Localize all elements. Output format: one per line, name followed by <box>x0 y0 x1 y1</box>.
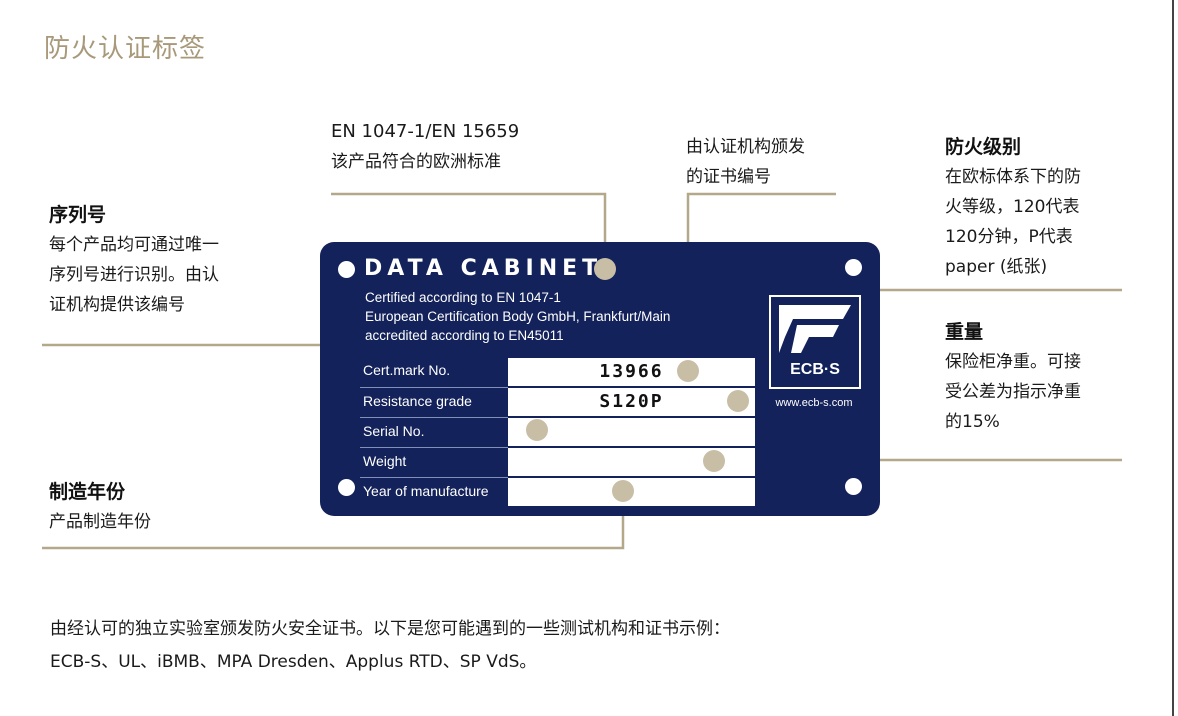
plate-row-year: Year of manufacture <box>360 478 755 508</box>
weight-line2: 受公差为指示净重 <box>945 382 1081 402</box>
ecbs-logo-mark-icon <box>779 305 851 353</box>
plate-row-value <box>508 418 755 446</box>
plate-title: DATA CABINET <box>364 256 603 281</box>
standard-code: EN 1047-1/EN 15659 <box>331 121 520 142</box>
plate-cert-line2: European Certification Body GmbH, Frankf… <box>365 309 671 324</box>
serial-line3: 证机构提供该编号 <box>49 295 185 315</box>
weight-title: 重量 <box>945 321 984 343</box>
plate-hole-bottom-left <box>338 479 355 496</box>
callout-dot-serial <box>526 419 548 441</box>
plate-cert-text: Certified according to EN 1047-1 Europea… <box>365 288 670 345</box>
page-title: 防火认证标签 <box>44 34 207 64</box>
plate-row-cert-mark: Cert.mark No. 13966 <box>360 358 755 388</box>
plate-cert-line1: Certified according to EN 1047-1 <box>365 290 561 305</box>
fire-class-line2: 火等级，120代表 <box>945 197 1080 217</box>
callout-dot-standard <box>594 258 616 280</box>
right-divider <box>1172 0 1174 716</box>
fire-class-line1: 在欧标体系下的防 <box>945 167 1081 187</box>
fire-class-title: 防火级别 <box>945 136 1022 158</box>
plate-row-value: 13966 <box>508 358 755 386</box>
plate-row-label: Weight <box>363 453 407 469</box>
manufacture-title: 制造年份 <box>49 481 126 503</box>
certification-plate: DATA CABINET Certified according to EN 1… <box>320 242 880 516</box>
fire-class-line3: 120分钟，P代表 <box>945 227 1073 247</box>
ecbs-url: www.ecb-s.com <box>775 397 853 409</box>
footer-line2: ECB-S、UL、iBMB、MPA Dresden、Applus RTD、SP … <box>50 652 537 672</box>
serial-line2: 序列号进行识别。由认 <box>49 265 219 285</box>
serial-line1: 每个产品均可通过唯一 <box>49 235 219 255</box>
plate-row-resistance-grade: Resistance grade S120P <box>360 388 755 418</box>
plate-table: Cert.mark No. 13966 Resistance grade S12… <box>360 358 755 508</box>
plate-row-divider <box>360 417 508 418</box>
annotation-cert-number: 由认证机构颁发 的证书编号 <box>686 132 805 192</box>
serial-title: 序列号 <box>49 204 107 226</box>
fire-class-line4: paper (纸张) <box>945 257 1048 277</box>
cert-number-line2: 的证书编号 <box>686 167 771 187</box>
footer-note: 由经认可的独立实验室颁发防火安全证书。以下是您可能遇到的一些测试机构和证书示例：… <box>50 613 730 679</box>
callout-dot-fire-class <box>727 390 749 412</box>
weight-line1: 保险柜净重。可接 <box>945 352 1081 372</box>
footer-line1: 由经认可的独立实验室颁发防火安全证书。以下是您可能遇到的一些测试机构和证书示例： <box>50 619 730 639</box>
plate-row-label: Cert.mark No. <box>363 362 451 378</box>
plate-row-weight: Weight <box>360 448 755 478</box>
plate-row-value: S120P <box>508 388 755 416</box>
callout-dot-manufacture <box>612 480 634 502</box>
plate-row-serial: Serial No. <box>360 418 755 448</box>
plate-hole-top-right <box>845 259 862 276</box>
standard-desc: 该产品符合的欧洲标准 <box>331 152 501 172</box>
annotation-fire-class: 防火级别 在欧标体系下的防 火等级，120代表 120分钟，P代表 paper … <box>945 132 1081 282</box>
plate-row-divider <box>360 447 508 448</box>
ecbs-logo-text: ECB·S <box>790 361 840 378</box>
plate-row-label: Year of manufacture <box>363 483 489 499</box>
plate-row-label: Resistance grade <box>363 393 472 409</box>
plate-row-divider <box>360 477 508 478</box>
annotation-weight: 重量 保险柜净重。可接 受公差为指示净重 的15% <box>945 317 1081 437</box>
ecbs-logo: ECB·S <box>769 295 861 389</box>
annotation-standard: EN 1047-1/EN 15659 该产品符合的欧洲标准 <box>331 117 519 177</box>
cert-number-line1: 由认证机构颁发 <box>686 137 805 157</box>
plate-row-divider <box>360 387 508 388</box>
plate-cert-line3: accredited according to EN45011 <box>365 328 564 343</box>
annotation-manufacture: 制造年份 产品制造年份 <box>49 477 151 537</box>
plate-row-label: Serial No. <box>363 423 425 439</box>
weight-line3: 的15% <box>945 412 1000 432</box>
manufacture-line1: 产品制造年份 <box>49 512 151 532</box>
annotation-serial: 序列号 每个产品均可通过唯一 序列号进行识别。由认 证机构提供该编号 <box>49 200 219 320</box>
callout-dot-cert-number <box>677 360 699 382</box>
plate-hole-bottom-right <box>845 478 862 495</box>
callout-dot-weight <box>703 450 725 472</box>
plate-hole-top-left <box>338 261 355 278</box>
